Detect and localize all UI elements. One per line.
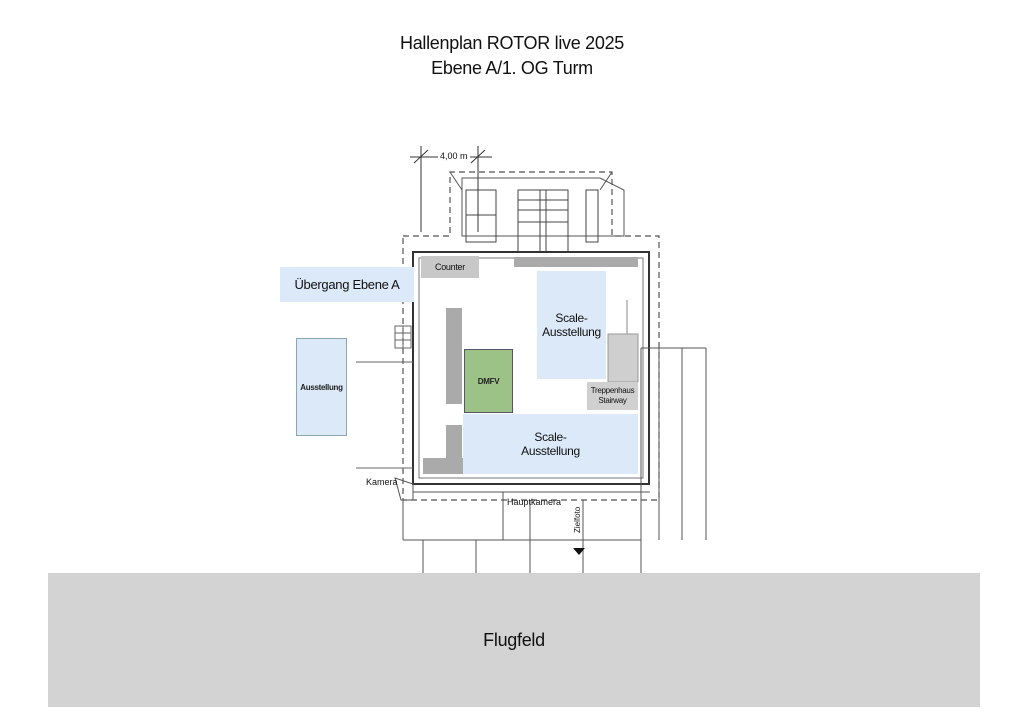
counter-area[interactable]: Counter	[421, 256, 479, 278]
interior-wall-left	[446, 308, 462, 404]
plan-subtitle: Ebene A/1. OG Turm	[431, 58, 593, 78]
stair-tower-outline	[461, 177, 625, 237]
dimension-label: 4,00 m	[438, 151, 470, 161]
stair-fixture	[607, 333, 639, 383]
lower-structure-lines	[394, 347, 707, 575]
treppenhaus-label: Treppenhaus	[590, 386, 635, 395]
scale-ausstellung-top-area[interactable]: Scale- Ausstellung	[537, 271, 606, 379]
dmfv-label: DMFV	[477, 376, 500, 386]
uebergang-ebene-a-area[interactable]: Übergang Ebene A	[280, 267, 414, 302]
stair-tower	[465, 189, 599, 253]
hauptkamera-label: Hauptkamera	[507, 497, 562, 507]
ausstellung-left-label: Ausstellung	[300, 382, 343, 392]
flugfeld-area[interactable]: Flugfeld	[48, 573, 980, 707]
zielfoto-label: Zielfoto	[573, 506, 582, 533]
kamera-label: Kamera	[366, 477, 398, 487]
plan-title: Hallenplan ROTOR live 2025	[400, 33, 624, 53]
stairway-label: Stairway	[598, 396, 627, 405]
scale-bottom-label-line1: Scale-	[534, 430, 567, 444]
top-wall-segment	[514, 257, 638, 267]
bottom-left-block	[423, 458, 463, 474]
flugfeld-area-bg	[48, 573, 980, 707]
building-wall-outer	[412, 251, 650, 485]
dmfv-area[interactable]: DMFV	[464, 349, 513, 413]
flugfeld-label: Flugfeld	[483, 629, 545, 650]
scale-bottom-label-line2: Ausstellung	[521, 444, 580, 458]
scale-ausstellung-bottom-area[interactable]: Scale- Ausstellung	[463, 414, 638, 474]
scale-top-label-line1: Scale-	[555, 311, 588, 325]
scale-top-label-line2: Ausstellung	[542, 325, 601, 339]
left-access-lines	[356, 325, 413, 469]
ausstellung-left-area[interactable]: Ausstellung	[296, 338, 347, 436]
treppenhaus-area[interactable]: Treppenhaus Stairway	[587, 382, 638, 410]
counter-label: Counter	[435, 262, 465, 272]
interior-wall-lower-left	[446, 425, 462, 460]
uebergang-label: Übergang Ebene A	[294, 277, 400, 292]
